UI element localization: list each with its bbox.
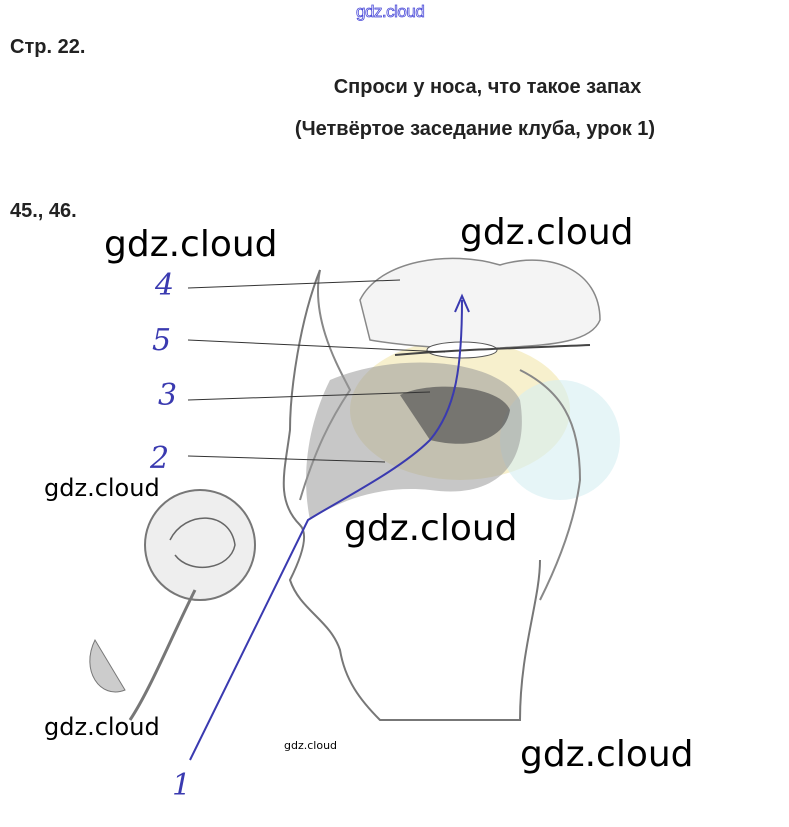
watermark: gdz.cloud: [44, 474, 160, 502]
sinus-shading: [500, 380, 620, 500]
page-title: Спроси у носа, что такое запах: [333, 76, 642, 98]
page-subtitle: (Четвёртое заседание клуба, урок 1): [294, 118, 656, 140]
label-5: 5: [152, 323, 171, 358]
watermark: gdz.cloud: [344, 508, 518, 549]
label-4: 4: [154, 268, 174, 303]
label-2: 2: [149, 441, 169, 476]
leader-line-4: [187, 279, 401, 289]
leader-line-3: [187, 391, 431, 401]
label-3: 3: [158, 378, 177, 413]
watermark: gdz.cloud: [284, 739, 338, 752]
brain-sketch: [359, 257, 601, 350]
odor-path-arrow: [189, 299, 463, 761]
nasal-cavity: [306, 362, 522, 520]
watermark: gdz.cloud: [520, 734, 694, 775]
cribriform-plate: [394, 344, 591, 356]
watermark: gdz.cloud: [460, 212, 634, 253]
leader-line-5: [187, 339, 446, 353]
label-1: 1: [172, 768, 191, 803]
watermark: gdz.cloud: [44, 713, 160, 741]
watermark: gdz.cloud: [104, 224, 278, 265]
task-numbers: 45., 46.: [10, 200, 77, 222]
face-profile: [282, 269, 541, 721]
watermark-top: gdz.cloud: [356, 2, 426, 22]
rose-sketch: [89, 489, 256, 721]
sinus-bone: [519, 369, 582, 601]
leader-line-2: [187, 455, 386, 463]
page-label: Стр. 22.: [10, 36, 86, 58]
olfactory-epithelium: [400, 386, 510, 444]
arrow-head-icon: [454, 293, 470, 313]
